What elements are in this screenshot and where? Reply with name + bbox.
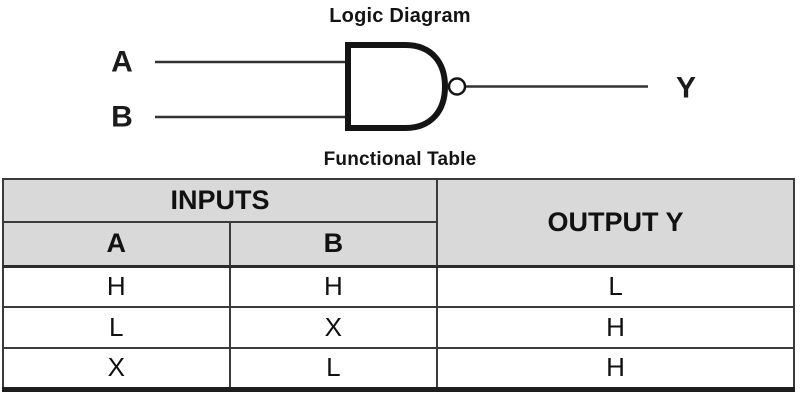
cell-a: L xyxy=(2,306,231,349)
cell-b: L xyxy=(228,347,439,390)
output-y-label: Y xyxy=(676,72,696,105)
header-cell-inputs: INPUTS xyxy=(1,178,439,223)
input-a-label: A xyxy=(111,46,133,79)
cell-b: X xyxy=(228,306,439,349)
inversion-bubble-icon xyxy=(447,77,467,96)
cell-a: H xyxy=(2,264,231,308)
cell-y: L xyxy=(436,264,795,308)
input-b-label: B xyxy=(111,101,133,134)
cell-a: X xyxy=(2,347,231,390)
functional-table: INPUTS OUTPUT Y A B H H L L X H X L H xyxy=(1,178,795,392)
nand-gate-diagram: A B Y xyxy=(111,42,696,134)
cell-y: H xyxy=(436,347,795,390)
cell-y: H xyxy=(436,306,795,349)
functional-table-title: Functional Table xyxy=(323,149,477,170)
table-header-row-ab: A B xyxy=(2,221,794,267)
header-cell-b: B xyxy=(228,221,439,267)
table-row: L X H xyxy=(2,306,795,349)
logic-diagram-title: Logic Diagram xyxy=(329,5,471,27)
nand-gate-body xyxy=(345,42,449,131)
header-cell-a: A xyxy=(2,221,231,267)
table-row: H H L xyxy=(2,264,795,308)
table-row: X L H xyxy=(2,347,795,390)
header-cell-output-y: OUTPUT Y xyxy=(436,178,795,267)
table-header-row-inputs: INPUTS OUTPUT Y xyxy=(1,178,795,267)
cell-b: H xyxy=(228,264,439,308)
